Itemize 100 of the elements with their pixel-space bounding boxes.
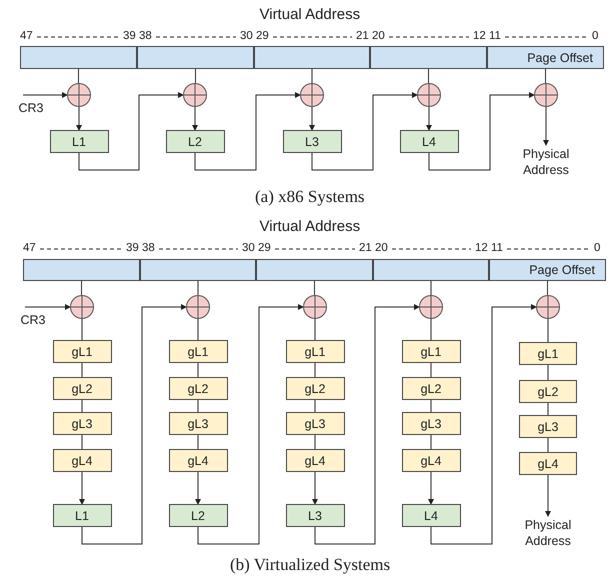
connector-line: [81, 280, 82, 296]
guest-page-table-box: gL2: [52, 377, 112, 400]
guest-page-table-box: gL4: [286, 449, 344, 472]
connector-line: [430, 434, 432, 450]
connector-line: [430, 400, 432, 412]
address-field-segment: [256, 259, 373, 281]
bit-index: 29: [256, 29, 269, 43]
arrow: [428, 472, 434, 505]
output-label: Physical Address: [516, 516, 580, 550]
register-label: CR3: [16, 307, 50, 325]
address-field-segment: Page Offset: [489, 259, 606, 281]
adder-symbol: [303, 295, 327, 319]
guest-page-table-box: gL2: [168, 377, 228, 400]
adder-symbol: [419, 295, 443, 319]
address-field-segment: [140, 259, 256, 281]
connector-line: [314, 280, 315, 296]
arrow: [198, 304, 304, 544]
bit-index: 0: [592, 29, 598, 43]
arrow: [543, 106, 549, 146]
guest-page-table-box: gL2: [402, 377, 460, 400]
connector-line: [195, 68, 196, 84]
guest-page-table-box: gL4: [168, 449, 228, 472]
bit-index: 12: [473, 29, 486, 43]
figure-caption: (a) x86 Systems: [255, 190, 365, 204]
arrow: [312, 92, 418, 170]
arrow: [314, 304, 420, 544]
adder-symbol: [67, 83, 91, 107]
arrow: [78, 92, 184, 170]
connector-line: [314, 362, 316, 378]
bit-index: 38: [142, 241, 155, 255]
arrow: [22, 92, 68, 98]
page-table-box: L3: [282, 130, 342, 153]
guest-page-table-box: gL3: [168, 412, 228, 435]
page-table-box: L3: [286, 504, 344, 527]
adder-symbol: [70, 295, 94, 319]
figure-caption: (b) Virtualized Systems: [230, 558, 390, 572]
address-field-segment: [20, 46, 137, 69]
guest-page-table-box: gL2: [519, 380, 577, 403]
guest-page-table-box: gL3: [52, 412, 112, 435]
guest-page-table-box: gL1: [519, 342, 577, 365]
adder-symbol: [186, 295, 210, 319]
adder-symbol: [417, 83, 441, 107]
arrow: [430, 304, 537, 544]
bit-index: 0: [594, 241, 600, 255]
heading: Virtual Address: [260, 8, 360, 22]
guest-page-table-box: gL3: [286, 412, 344, 435]
page-table-box: L1: [50, 130, 108, 153]
address-field-segment: [137, 46, 254, 69]
arrow: [192, 106, 198, 131]
guest-page-table-box: gL4: [402, 449, 460, 472]
bit-index: 11: [489, 29, 501, 43]
bit-index: 20: [375, 241, 388, 255]
bit-index: 20: [372, 29, 385, 43]
output-label: Physical Address: [514, 145, 578, 179]
connector-line: [314, 318, 316, 340]
address-field-segment: [373, 259, 489, 281]
bit-index: 30: [240, 29, 253, 43]
arrow: [195, 472, 201, 505]
guest-page-table-box: gL3: [402, 412, 460, 435]
register-label: CR3: [14, 95, 48, 113]
connector-line: [428, 68, 429, 84]
adder-symbol: [300, 83, 324, 107]
guest-page-table-box: gL4: [52, 449, 112, 472]
arrow: [428, 92, 535, 170]
arrow: [79, 472, 85, 505]
address-field-segment: [254, 46, 370, 69]
connector-line: [430, 362, 432, 378]
arrow: [194, 92, 301, 170]
bit-index: 30: [242, 241, 255, 255]
bit-index: 21: [356, 29, 369, 43]
guest-page-table-box: gL3: [519, 415, 577, 438]
connector-line: [547, 280, 548, 296]
connector-line: [314, 400, 316, 412]
guest-page-table-box: gL4: [519, 452, 577, 475]
connector-line: [545, 68, 546, 84]
arrow: [76, 106, 82, 131]
connector-line: [314, 434, 316, 450]
page-table-box: L2: [166, 130, 224, 153]
bit-index: 38: [139, 29, 152, 43]
arrow: [309, 106, 315, 131]
arrow: [312, 472, 318, 505]
address-field-segment: Page Offset: [487, 46, 604, 69]
page-table-box: L1: [52, 504, 112, 527]
address-field-segment: [23, 259, 140, 281]
arrow: [24, 304, 71, 310]
bit-index: 39: [123, 29, 136, 43]
page-table-box: L4: [400, 130, 458, 153]
bit-index: 11: [491, 241, 503, 255]
heading: Virtual Address: [260, 220, 360, 234]
connector-line: [430, 280, 432, 296]
bit-index: 12: [475, 241, 488, 255]
guest-page-table-box: gL2: [286, 377, 344, 400]
guest-page-table-box: gL1: [52, 340, 112, 363]
bit-index: 47: [23, 241, 36, 255]
page-table-box: L2: [168, 504, 228, 527]
connector-line: [430, 318, 432, 340]
arrow: [545, 474, 551, 517]
page-table-box: L4: [402, 504, 460, 527]
bit-index: 39: [126, 241, 139, 255]
bit-index: 21: [359, 241, 372, 255]
